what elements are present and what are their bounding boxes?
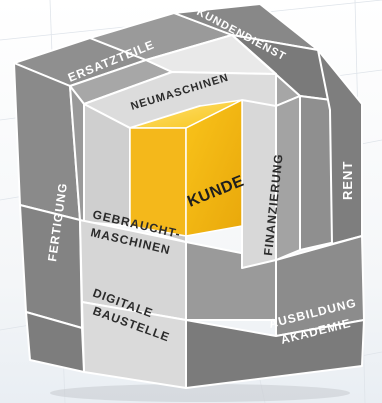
cube-front-face: [13, 62, 187, 389]
front-cell-bottom-left: [25, 311, 85, 373]
cube-right-face: [185, 49, 365, 389]
kunde-cube: [129, 99, 243, 237]
label-rent: RENT: [340, 161, 355, 200]
kunde-front: [185, 99, 243, 237]
cube-shadow: [50, 384, 350, 402]
right-cell-bottom: [185, 319, 365, 389]
cube-top-face: [13, 3, 363, 129]
